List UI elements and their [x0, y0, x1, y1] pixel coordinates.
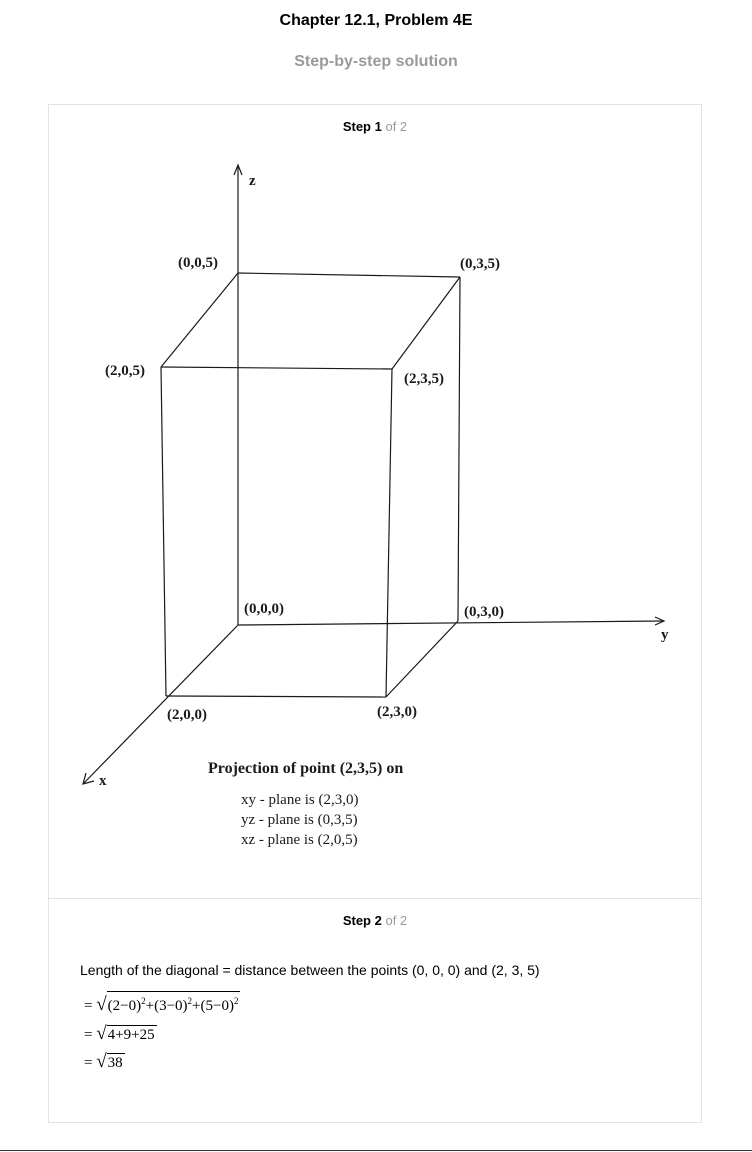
sqrt-symbol: √ — [96, 994, 107, 1015]
edge-top-right — [391, 276, 461, 370]
step-1-label: Step 1 — [342, 119, 382, 134]
page-title: Chapter 12.1, Problem 4E — [279, 12, 473, 29]
edge-bottom-right — [385, 620, 459, 698]
edge-bottom-front — [165, 695, 387, 698]
projection-xy: xy - plane is (2,3,0) — [241, 792, 358, 808]
edge-top-left — [160, 272, 239, 368]
point-label-230: (2,3,0) — [377, 704, 417, 720]
page-subtitle: Step-by-step solution — [294, 53, 458, 70]
diagonal-description: Length of the diagonal = distance betwee… — [80, 962, 540, 978]
step-1-of: of 2 — [385, 119, 408, 134]
edge-top-front — [160, 366, 393, 370]
radicand-1: (2−0)2+(3−0)2+(5−0)2 — [106, 991, 241, 1015]
step-2-label: Step 2 — [342, 913, 382, 928]
point-label-205: (2,0,5) — [105, 363, 145, 379]
step-2-of: of 2 — [385, 913, 408, 928]
step-divider — [49, 898, 701, 899]
sqrt-symbol: √ — [96, 1023, 107, 1044]
math-line-2: = √4+9+25 — [84, 1023, 157, 1044]
projection-yz: yz - plane is (0,3,5) — [241, 812, 358, 828]
solution-card: Step 1 of 2 z y x — [48, 104, 702, 1123]
point-label-030: (0,3,0) — [464, 604, 504, 620]
box-figure: z y x (0,0,5) (0,3,5) (2,0,5) (2,3,5) (0… — [82, 163, 669, 848]
point-label-200: (2,0,0) — [167, 707, 207, 723]
y-axis — [237, 620, 664, 626]
edge-top-back — [237, 272, 461, 278]
radicand-3: 38 — [106, 1053, 125, 1071]
x-axis-label: x — [99, 773, 107, 789]
projection-xz: xz - plane is (2,0,5) — [241, 832, 358, 848]
math-line-1: = √(2−0)2+(3−0)2+(5−0)2 — [84, 991, 241, 1016]
z-axis-label: z — [249, 173, 256, 189]
step-2-header: Step 2 of 2 — [49, 913, 701, 928]
point-label-035: (0,3,5) — [460, 256, 500, 272]
step-1-header: Step 1 of 2 — [49, 119, 701, 134]
sqrt-symbol: √ — [96, 1051, 107, 1072]
edge-vert-235 — [385, 368, 393, 698]
radicand-2: 4+9+25 — [106, 1025, 157, 1043]
bottom-border — [0, 1150, 752, 1151]
projection-caption: Projection of point (2,3,5) on — [208, 760, 403, 777]
point-label-000: (0,0,0) — [244, 601, 284, 617]
z-axis-arrow — [233, 163, 243, 176]
point-label-005: (0,0,5) — [178, 255, 218, 271]
y-axis-arrow — [654, 616, 666, 626]
y-axis-label: y — [661, 627, 669, 643]
x-axis — [83, 624, 239, 784]
x-axis-arrow — [82, 772, 95, 785]
edge-vert-035 — [457, 276, 461, 622]
point-label-235: (2,3,5) — [404, 371, 444, 387]
figure-lines — [82, 163, 666, 785]
edge-vert-205 — [160, 366, 167, 697]
math-line-3: = √38 — [84, 1051, 125, 1072]
